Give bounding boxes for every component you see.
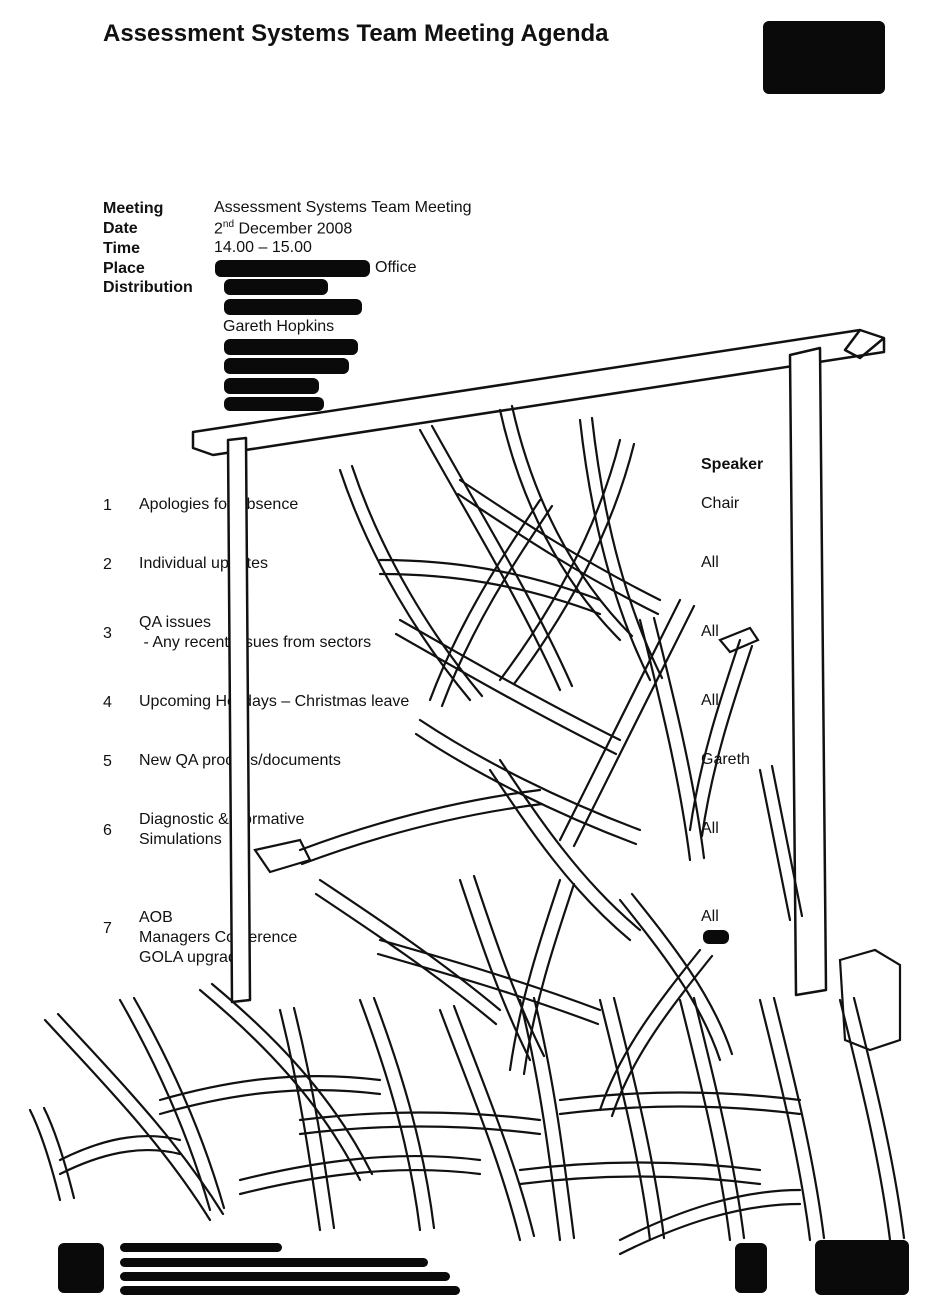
place-label: Place (103, 260, 145, 277)
redaction-footer-logo (58, 1243, 104, 1293)
item-speaker: All (701, 692, 719, 709)
date-label: Date (103, 220, 138, 237)
item-speaker: Gareth (701, 751, 750, 768)
item-title: Diagnostic & Formative (139, 811, 305, 828)
item-speaker: All (701, 820, 719, 837)
distribution-label: Distribution (103, 279, 193, 296)
item-number: 1 (103, 497, 112, 514)
item-speaker: All (701, 623, 719, 640)
redaction-footer-mark-1 (735, 1243, 767, 1293)
page-title: Assessment Systems Team Meeting Agenda (103, 20, 609, 47)
item-speaker: Chair (701, 495, 740, 512)
item-subtitle: GOLA upgrade (139, 949, 246, 966)
item-subtitle: Managers Conference (139, 929, 298, 946)
meeting-label: Meeting (103, 200, 164, 217)
redaction-distribution-3 (224, 339, 358, 355)
item-number: 5 (103, 753, 112, 770)
redaction-place (215, 260, 370, 277)
item-speaker: All (701, 908, 719, 925)
redaction-distribution-4 (224, 358, 349, 374)
item-number: 3 (103, 625, 112, 642)
redaction-distribution-2 (224, 299, 362, 315)
item-number: 4 (103, 694, 112, 711)
meeting-value: Assessment Systems Team Meeting (214, 199, 472, 216)
time-label: Time (103, 240, 141, 257)
item-title: Upcoming Holidays – Christmas leave (139, 693, 410, 710)
item-subtitle: Simulations (139, 831, 222, 848)
redaction-logo (763, 21, 885, 94)
redaction-distribution-5 (224, 378, 319, 394)
item-number: 6 (103, 822, 112, 839)
speaker-header: Speaker (701, 456, 764, 473)
frame-post-right (788, 346, 828, 997)
item-number: 7 (103, 920, 112, 937)
redaction-footer-mark-2 (815, 1240, 909, 1295)
redaction-distribution-1 (224, 279, 328, 295)
date-day: 2 (214, 220, 223, 238)
date-rest: December 2008 (234, 220, 353, 238)
redaction-footer-line-4 (120, 1286, 460, 1295)
date-suffix: nd (222, 219, 235, 230)
date-value: 2nd December 2008 (214, 219, 352, 238)
item-subtitle: - Any recent issues from sectors (139, 634, 372, 651)
ribbon-strands (28, 404, 906, 1256)
redaction-footer-line-1 (120, 1243, 282, 1252)
item-number: 2 (103, 556, 112, 573)
item-title: AOB (139, 909, 173, 926)
item-title: QA issues (139, 614, 212, 631)
frame-post-left (226, 436, 252, 1004)
redaction-distribution-6 (224, 397, 324, 411)
redaction-footer-line-2 (120, 1258, 428, 1267)
time-value: 14.00 – 15.00 (214, 239, 312, 256)
place-value: Office (375, 259, 417, 276)
item-title: Apologies for Absence (139, 496, 299, 513)
redaction-speaker (703, 930, 729, 944)
item-speaker: All (701, 554, 719, 571)
distribution-name: Gareth Hopkins (223, 318, 335, 335)
redaction-footer-line-3 (120, 1272, 450, 1281)
frame-beam (191, 328, 886, 457)
